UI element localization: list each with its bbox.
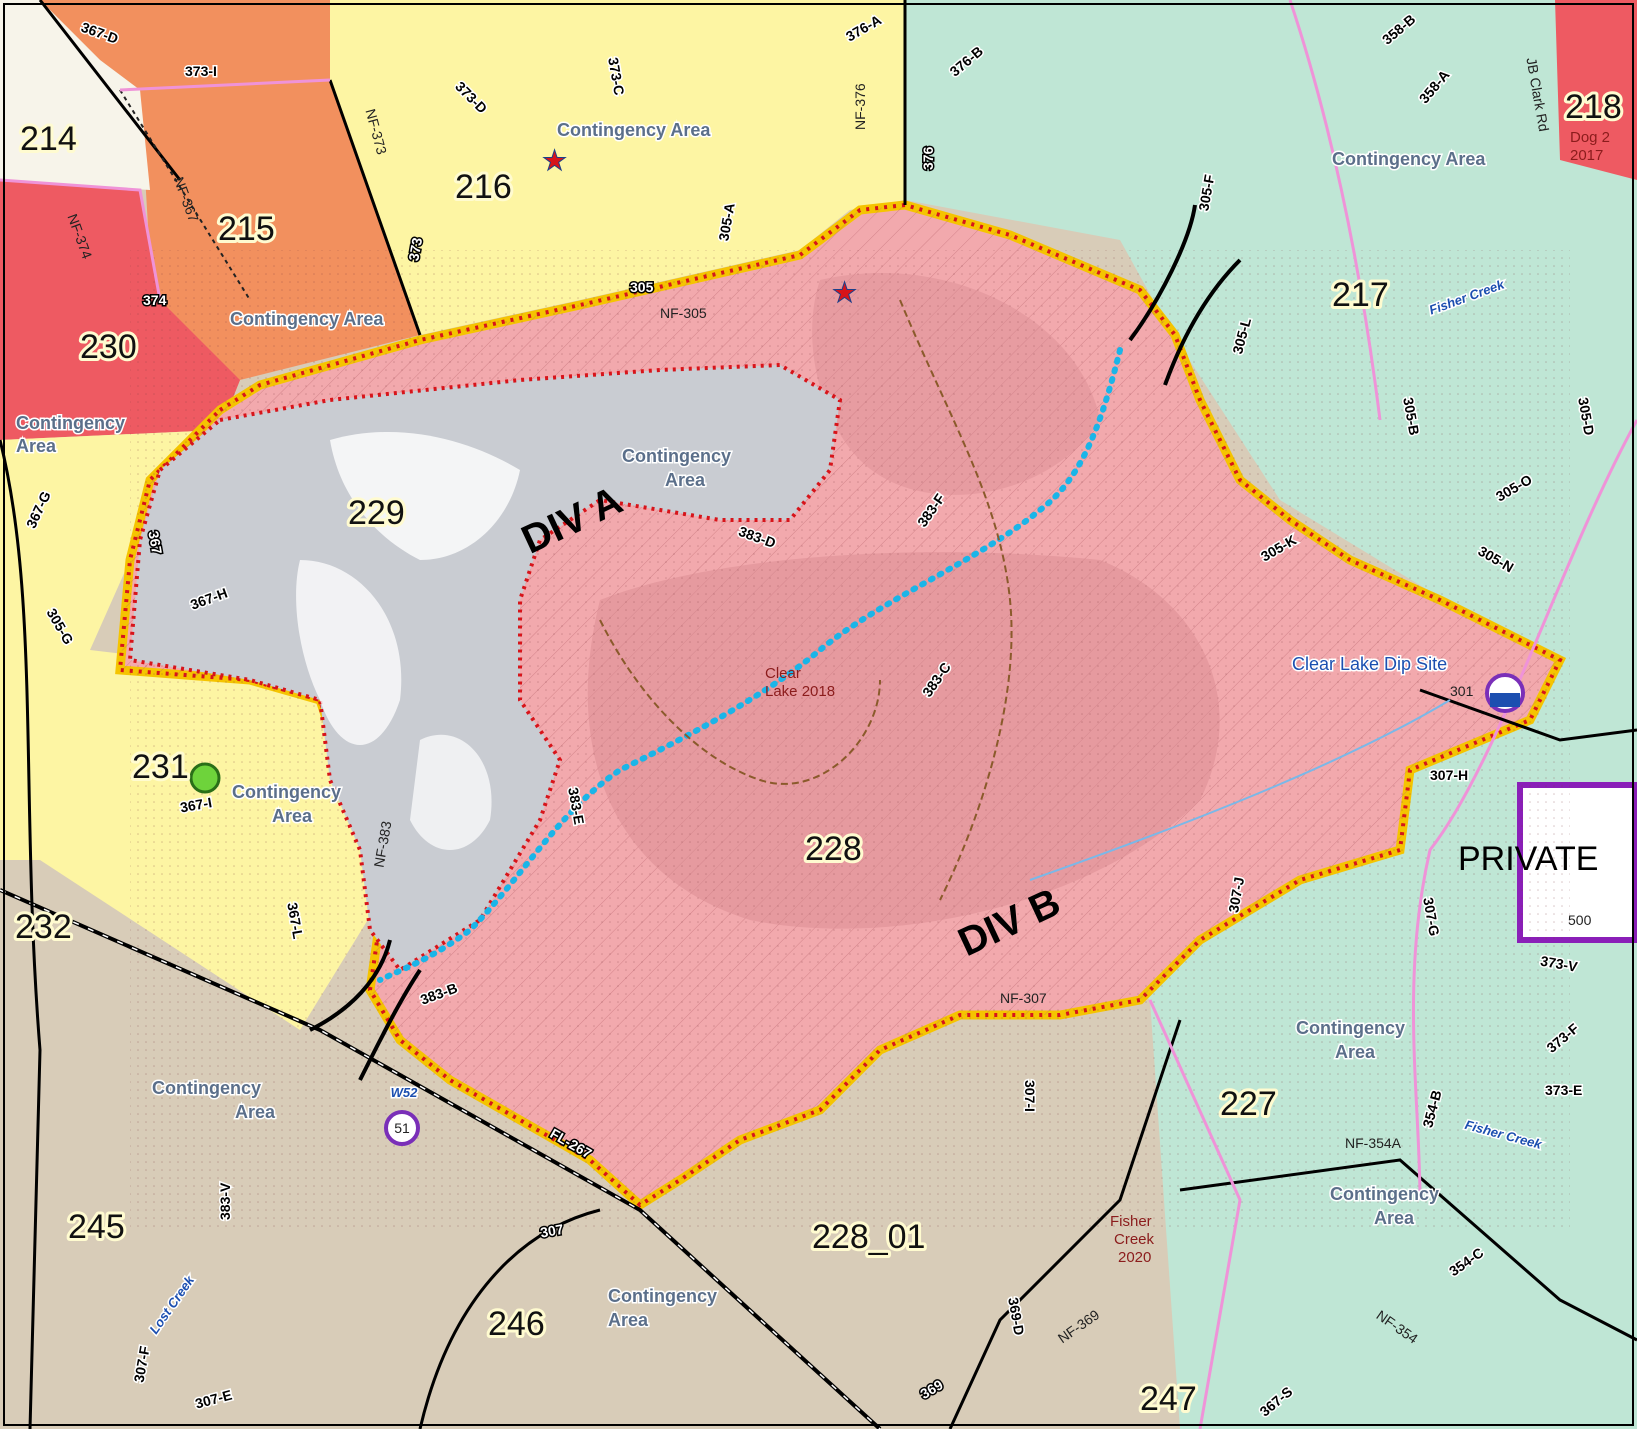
spur-label: 383-V [217,1182,233,1220]
unit-labels: 214 215 216 217 218 227 228 228_01 229 2… [12,85,1625,1421]
contingency-label: Contingency [16,413,125,433]
unit-label: 214 [20,120,77,158]
contingency-area-div-a[interactable] [127,362,843,973]
contingency-label: Area [608,1310,649,1330]
unit-label: 229 [348,494,405,532]
helispot-number: 51 [394,1120,410,1136]
road-shield: 305 [630,279,654,295]
svg-text:2017: 2017 [1570,147,1603,164]
svg-text:★: ★ [542,145,567,176]
contingency-label: Contingency [608,1286,717,1306]
dip-site-icon[interactable] [1485,673,1525,713]
road-shield: 376 [920,146,936,170]
contingency-label: Contingency [1296,1018,1405,1038]
unit-label: 228_01 [812,1218,925,1256]
unit-label: 215 [218,210,275,248]
spur-label: 305-D [1575,396,1597,436]
svg-text:Clear: Clear [765,665,801,682]
svg-text:Fisher: Fisher [1110,1213,1152,1230]
unit-label: 245 [68,1208,125,1246]
contingency-label: Area [1374,1208,1415,1228]
spur-label: 307-I [1022,1080,1038,1112]
unit-label: 228 [805,830,862,868]
fire-history-clear-lake: Clear Lake 2018 [765,665,835,700]
unit-label: 227 [1220,1085,1277,1123]
star-icon: ★ ★ [542,145,858,309]
road-shield: 373 [405,236,425,262]
unit-label: 216 [455,168,512,206]
road-shield: 367 [145,530,165,556]
dip-site-label: Clear Lake Dip Site [1292,654,1447,674]
svg-text:2020: 2020 [1118,1249,1151,1266]
road-label: NF-307 [1000,990,1047,1006]
private-label: PRIVATE [1458,840,1598,878]
contingency-label: Area [16,436,57,456]
dip-site-number: 301 [1450,683,1474,699]
unit-label: 247 [1140,1380,1197,1418]
road-label: NF-376 [852,83,868,130]
helispot-label: W52 [391,1085,419,1100]
unit-label: 217 [1332,276,1389,314]
svg-text:Lake 2018: Lake 2018 [765,683,835,700]
contingency-label: Contingency Area [1332,149,1486,169]
contingency-labels: Contingency Area Contingency Area Contin… [15,119,1488,1332]
contingency-label: Area [665,470,706,490]
unit-label: 246 [488,1305,545,1343]
road-label: NF-354A [1345,1135,1402,1151]
contingency-label: Area [1335,1042,1376,1062]
safety-zone-icon[interactable] [189,762,221,794]
contingency-label: Contingency [622,446,731,466]
helispot-w52[interactable]: 51 W52 [384,1084,420,1146]
contingency-label: Contingency Area [230,309,384,329]
road-shield: 307 [539,1221,565,1241]
fire-history-fisher-creek: Fisher Creek 2020 [1110,1213,1155,1266]
contingency-label: Contingency [232,782,341,802]
svg-text:Creek: Creek [1114,1231,1155,1248]
division-breaks [309,204,1242,1081]
map-frame [3,3,1634,1426]
dozer-line[interactable] [377,347,1123,983]
svg-text:Dog 2: Dog 2 [1570,129,1610,146]
spur-label: 373-E [1545,1082,1582,1098]
contingency-label: Contingency [1330,1184,1439,1204]
spur-label: 307-H [1430,767,1468,783]
contingency-label: Contingency [152,1078,261,1098]
contingency-label: Contingency Area [557,120,711,140]
unit-label: 230 [80,328,137,366]
unit-label: 231 [132,748,189,786]
road-label: NF-305 [660,305,707,321]
unit-label: 232 [15,908,72,946]
road-shield: 374 [143,292,167,308]
unit-label: 218 [1565,88,1622,126]
contingency-label: Area [235,1102,276,1122]
fire-history-dog2: Dog 2 2017 [1570,129,1610,164]
private-number: 500 [1568,912,1592,928]
spur-label: 373-I [185,63,217,79]
contingency-label: Area [272,806,313,826]
svg-text:★: ★ [832,277,857,308]
